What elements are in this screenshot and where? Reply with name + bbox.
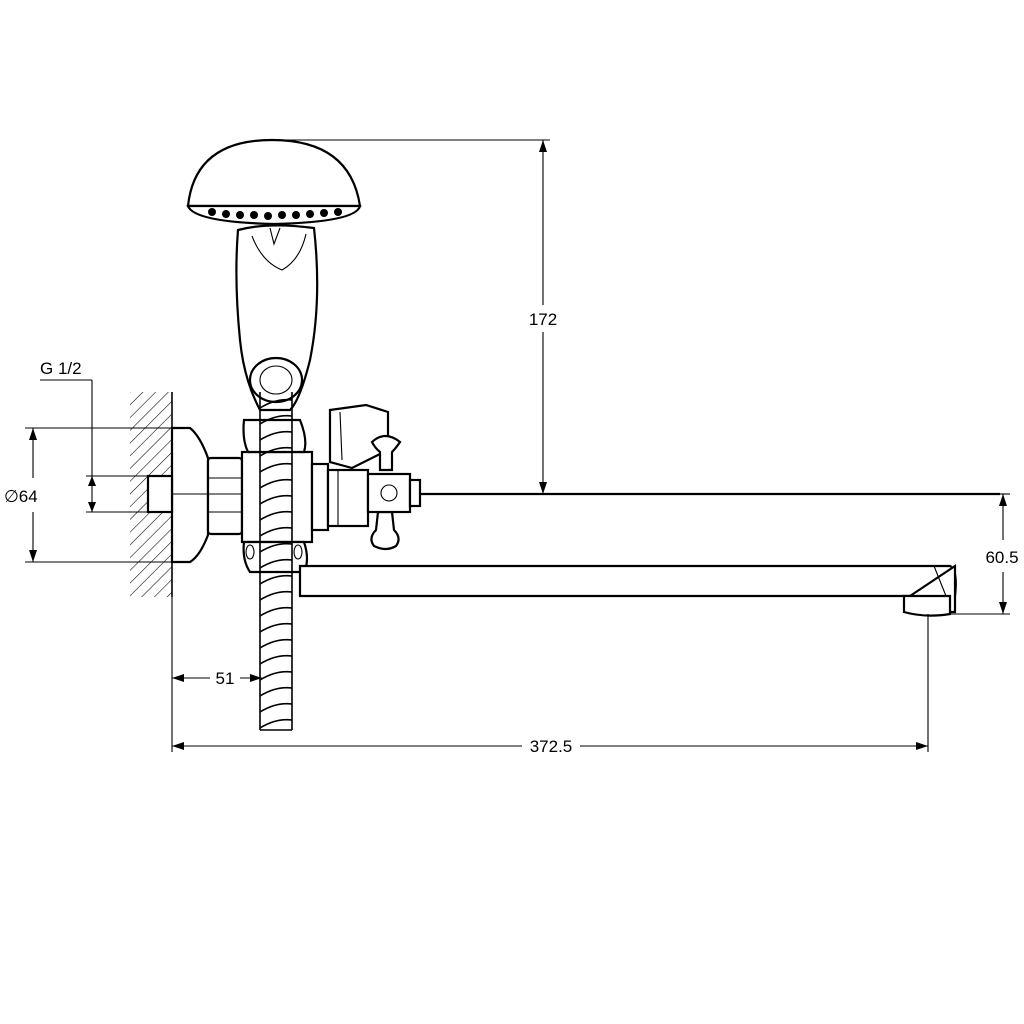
hose-coil [259,414,293,425]
valve-cap [366,472,422,514]
shower-hose [259,392,293,731]
dimension-spout-length-label: 372.5 [530,737,573,756]
dimension-flange-diameter: ∅64 [4,427,172,563]
dimension-spout-drop: 60.5 [950,493,1019,615]
hose-coil [259,462,293,473]
hose-coil [259,526,293,537]
cross-handle-top [370,434,402,472]
dimension-flange-diameter-label: ∅64 [4,487,38,506]
hose-coil [259,510,293,521]
hose-coil [259,542,293,553]
dimension-thread-label: G 1/2 [40,359,82,378]
hose-coil [259,606,293,617]
dimension-thread: G 1/2 [40,359,148,513]
hose-coil [259,670,293,681]
connection-nut [206,450,370,544]
dimension-wall-offset: 51 [171,597,262,752]
shower-head [186,138,362,226]
hose-coil [259,430,293,441]
dimension-height: 172 [262,139,557,495]
shower-handle [235,224,319,412]
hose-coil [259,686,293,697]
hose-coil [259,446,293,457]
hose-coil [259,702,293,713]
hose-coil [259,478,293,489]
hose-coil [259,654,293,665]
hose-coil [259,590,293,601]
wall-flange [146,426,210,564]
dimension-spout-length: 372.5 [172,614,929,756]
hose-coil [259,398,293,409]
dimension-wall-offset-label: 51 [216,669,235,688]
hose-coil [259,558,293,569]
hose-coils [259,398,293,729]
dimension-spout-drop-label: 60.5 [985,548,1018,567]
hose-coil [259,622,293,633]
hose-coil [259,718,293,729]
hose-coil [259,574,293,585]
hose-coil [259,494,293,505]
dimension-height-label: 172 [529,310,557,329]
shower-nozzles [208,208,342,220]
inlet-pipe-g12 [146,474,174,514]
cross-handle-bottom [370,510,400,551]
hose-coil [259,638,293,649]
